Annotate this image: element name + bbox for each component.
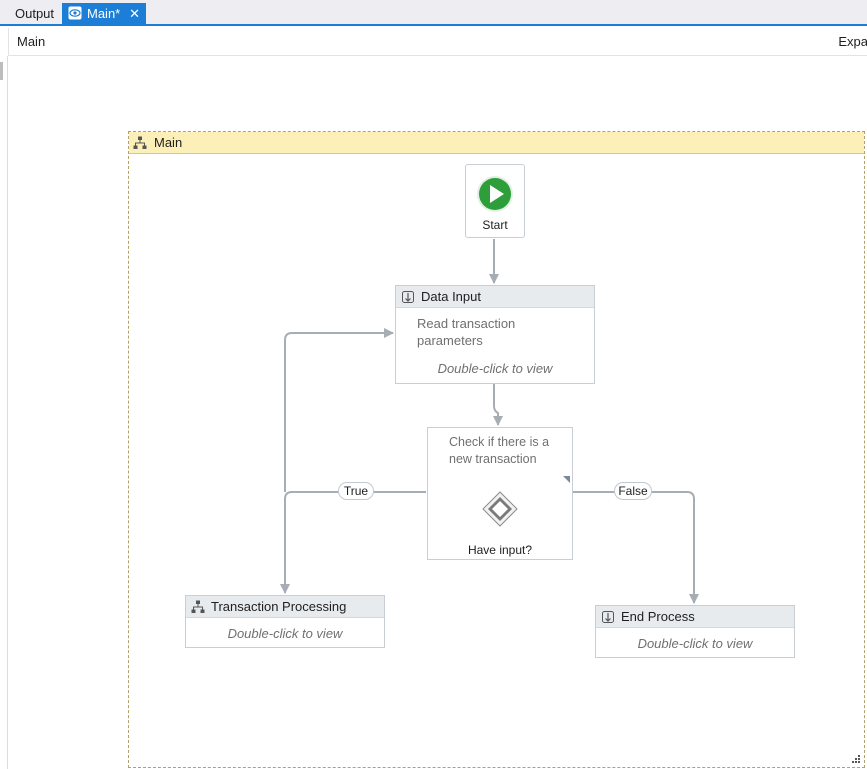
play-icon: [477, 176, 513, 212]
annotation-toggle-icon[interactable]: [563, 476, 570, 483]
transaction-processing-hint: Double-click to view: [227, 626, 343, 641]
close-icon[interactable]: ✕: [129, 6, 140, 21]
flowchart-title: Main: [154, 135, 183, 150]
false-branch-label[interactable]: False: [614, 482, 652, 500]
data-input-annotation: Read transaction parameters: [417, 316, 516, 348]
end-process-header: End Process: [596, 606, 794, 628]
splitter-handle[interactable]: [0, 62, 3, 80]
data-input-hint: Double-click to view: [437, 361, 553, 376]
end-process-activity[interactable]: End Process Double-click to view: [595, 605, 795, 658]
document-tab-strip: Output Main* ✕: [0, 0, 867, 26]
breadcrumb-item-main[interactable]: Main: [17, 34, 46, 49]
expand-all-link[interactable]: Expa: [838, 34, 867, 49]
decision-annotation: Check if there is a new transaction: [449, 435, 550, 466]
tab-main[interactable]: Main* ✕: [62, 3, 146, 24]
start-node[interactable]: Start: [465, 164, 525, 238]
data-input-activity[interactable]: Data Input Read transaction parameters D…: [395, 285, 595, 384]
flowchart-icon: [133, 136, 147, 149]
data-input-header: Data Input: [396, 286, 594, 308]
tab-main-label: Main*: [87, 6, 121, 21]
transaction-processing-header: Transaction Processing: [186, 596, 384, 618]
flowchart-header[interactable]: Main: [129, 132, 864, 154]
decision-label: Have input?: [467, 543, 533, 557]
tab-output[interactable]: Output: [15, 6, 55, 21]
transaction-processing-activity[interactable]: Transaction Processing Double-click to v…: [185, 595, 385, 648]
data-input-title: Data Input: [421, 289, 481, 304]
sequence-icon: [402, 291, 414, 303]
flowchart-icon: [191, 600, 205, 613]
left-rail: [0, 56, 8, 769]
transaction-processing-title: Transaction Processing: [211, 599, 347, 614]
sequence-icon: [602, 611, 614, 623]
eye-icon: [68, 6, 82, 20]
breadcrumb: Main Expa: [8, 28, 867, 56]
true-branch-label[interactable]: True: [338, 482, 374, 500]
end-process-title: End Process: [621, 609, 695, 624]
diamond-icon: [482, 491, 518, 527]
decision-node[interactable]: Check if there is a new transaction Have…: [427, 427, 573, 560]
start-label: Start: [482, 218, 508, 232]
end-process-hint: Double-click to view: [637, 636, 753, 651]
resize-grip-icon[interactable]: [851, 754, 861, 764]
